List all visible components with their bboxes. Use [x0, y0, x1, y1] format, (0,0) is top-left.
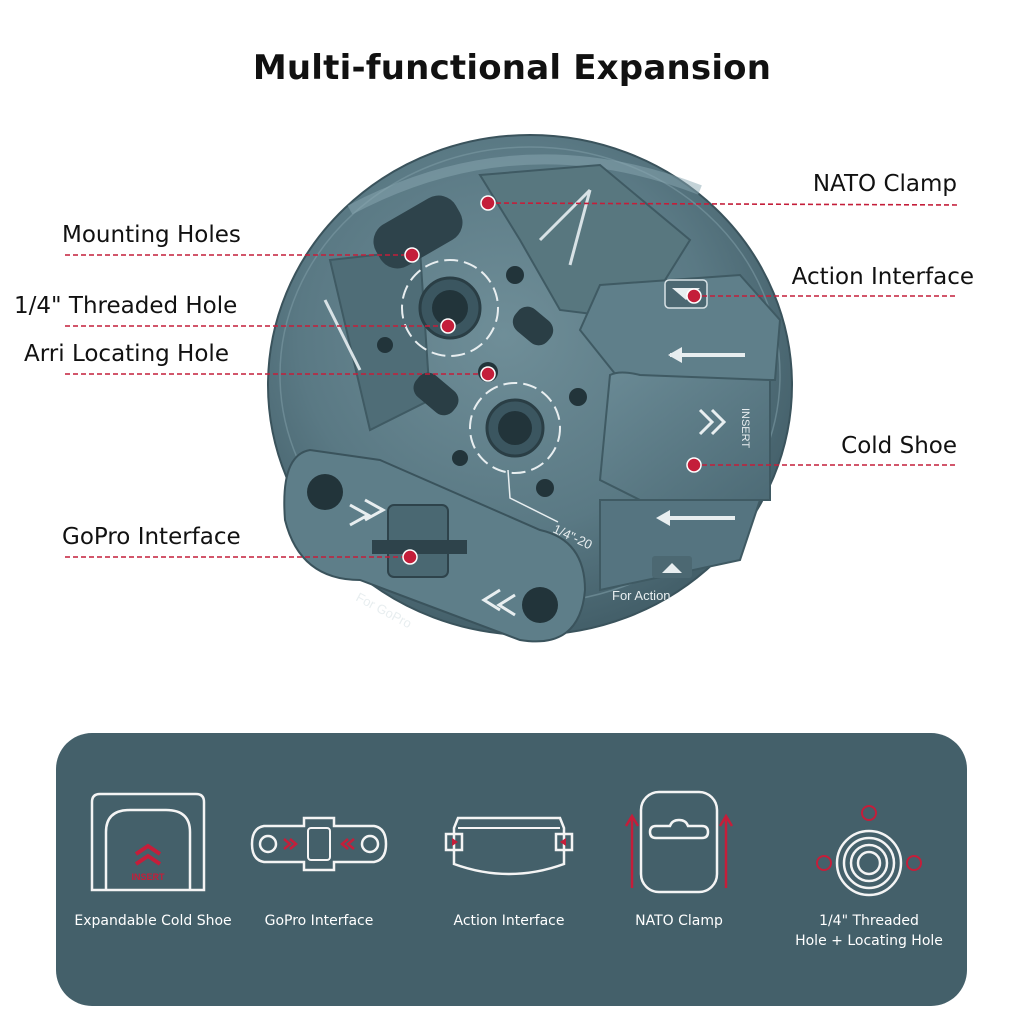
for-action-marking: For Action [612, 588, 671, 603]
gopro-interface-icon [250, 816, 388, 872]
product-image: INSERT For Action 1/4"-20 For GoPro [65, 134, 959, 643]
threaded-hole-icon [816, 805, 922, 897]
callout-threaded-hole: 1/4" Threaded Hole [14, 293, 238, 319]
svg-text:INSERT: INSERT [131, 872, 165, 882]
page-title: Multi-functional Expansion [252, 48, 772, 88]
cold-shoe-dot [686, 457, 702, 473]
feature-label-gopro-interface: GoPro Interface [264, 913, 374, 929]
cold-shoe-icon: INSERT [90, 792, 206, 892]
action-interface-icon [444, 816, 574, 876]
mounting-holes-slot [373, 195, 463, 269]
callout-nato-clamp: NATO Clamp [812, 171, 957, 197]
insert-marking: INSERT [739, 408, 751, 448]
feature-label-threaded-hole-line1: 1/4" Threaded [819, 913, 919, 929]
feature-label-nato-clamp: NATO Clamp [635, 913, 723, 929]
nato-clamp-icon [624, 790, 734, 894]
nato-clamp-dot [480, 195, 496, 211]
callout-action-interface: Action Interface [791, 264, 974, 290]
callout-arri-locating-hole: Arri Locating Hole [24, 341, 229, 367]
feature-label-cold-shoe: Expandable Cold Shoe [74, 913, 232, 929]
feature-nato-clamp: NATO Clamp [594, 733, 764, 1006]
action-interface-dot [686, 288, 702, 304]
callout-mounting-holes: Mounting Holes [62, 222, 241, 248]
feature-label-action-interface: Action Interface [453, 913, 565, 929]
feature-gopro-interface: GoPro Interface [234, 733, 404, 1006]
feature-label-threaded-hole-line2: Hole + Locating Hole [795, 933, 943, 949]
callout-cold-shoe: Cold Shoe [841, 433, 957, 459]
feature-panel: INSERT Expandable Cold Shoe GoPro Interf… [56, 733, 967, 1006]
feature-action-interface: Action Interface [424, 733, 594, 1006]
mounting-holes-dot [404, 247, 420, 263]
arri-locating-hole-dot [480, 366, 496, 382]
feature-label-threaded-hole: 1/4" Threaded Hole + Locating Hole [769, 911, 969, 951]
feature-threaded-hole: 1/4" Threaded Hole + Locating Hole [784, 733, 954, 1006]
feature-cold-shoe: INSERT Expandable Cold Shoe [68, 733, 238, 1006]
gopro-interface-dot [402, 549, 418, 565]
callout-gopro-interface: GoPro Interface [62, 524, 241, 550]
threaded-hole-dot [440, 318, 456, 334]
